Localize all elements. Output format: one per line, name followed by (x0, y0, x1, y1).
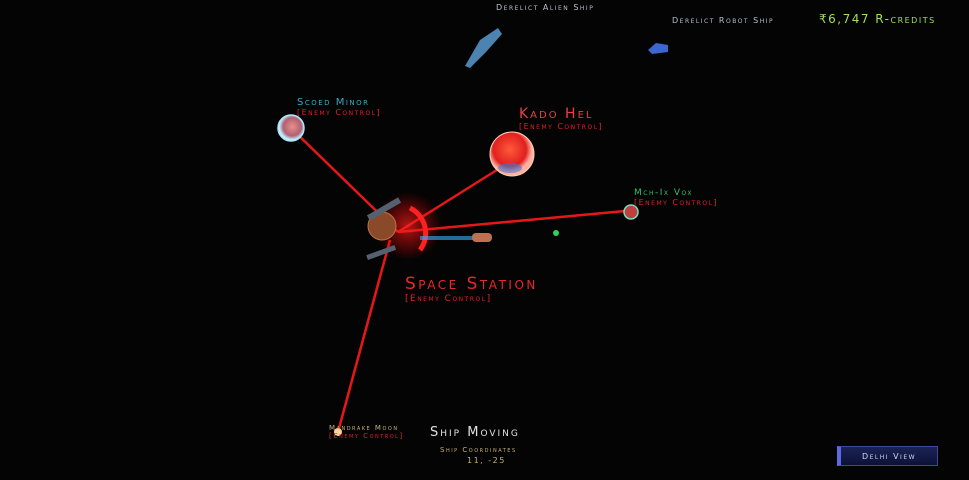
delhi-view-button[interactable]: Delhi View (837, 446, 938, 466)
label-mch-ix-vox: Mch-Ix Vox [Enemy Control] (634, 188, 718, 207)
route-line-mandrake-moon (336, 239, 392, 433)
planet-scoed-minor[interactable] (277, 114, 305, 142)
location-name: Mch-Ix Vox (634, 188, 693, 198)
derelict-robot-ship-label: Derelict Robot Ship (672, 16, 775, 25)
ship-coordinates-label: Ship Coordinates (440, 446, 517, 454)
derelict-alien-ship-label: Derelict Alien Ship (496, 3, 595, 12)
planet-mch-ix-vox[interactable] (623, 204, 639, 220)
location-name: Space Station (405, 274, 538, 294)
ship-coordinates-value: 11, -25 (467, 456, 506, 465)
label-space-station: Space Station [Enemy Control] (405, 274, 538, 304)
credits-counter: ₹6,747 R-credits (819, 12, 936, 26)
derelict-robot-ship-icon[interactable] (648, 43, 668, 54)
player-ship-icon[interactable] (420, 233, 492, 242)
space-station-icon[interactable] (366, 197, 429, 260)
location-control: [Enemy Control] (329, 432, 404, 440)
ship-status: Ship Moving (430, 425, 520, 440)
location-control: [Enemy Control] (519, 122, 604, 131)
unknown-object-icon[interactable] (553, 230, 559, 236)
planet-kado-hel-ocean (498, 163, 522, 173)
location-name: Kado Hel (519, 106, 594, 122)
location-name: Scoed Minor (297, 97, 370, 108)
label-kado-hel: Kado Hel [Enemy Control] (519, 106, 603, 131)
location-control: [Enemy Control] (297, 108, 382, 117)
label-mandrake-moon: Mandrake Moon [Enemy Control] (329, 424, 404, 440)
derelict-alien-ship-icon[interactable] (465, 28, 502, 68)
location-control: [Enemy Control] (634, 198, 719, 207)
location-name: Mandrake Moon (329, 424, 399, 432)
planet-mandrake-moon[interactable] (334, 428, 342, 436)
location-control: [Enemy Control] (405, 294, 492, 304)
label-scoed-minor: Scoed Minor [Enemy Control] (297, 97, 381, 117)
